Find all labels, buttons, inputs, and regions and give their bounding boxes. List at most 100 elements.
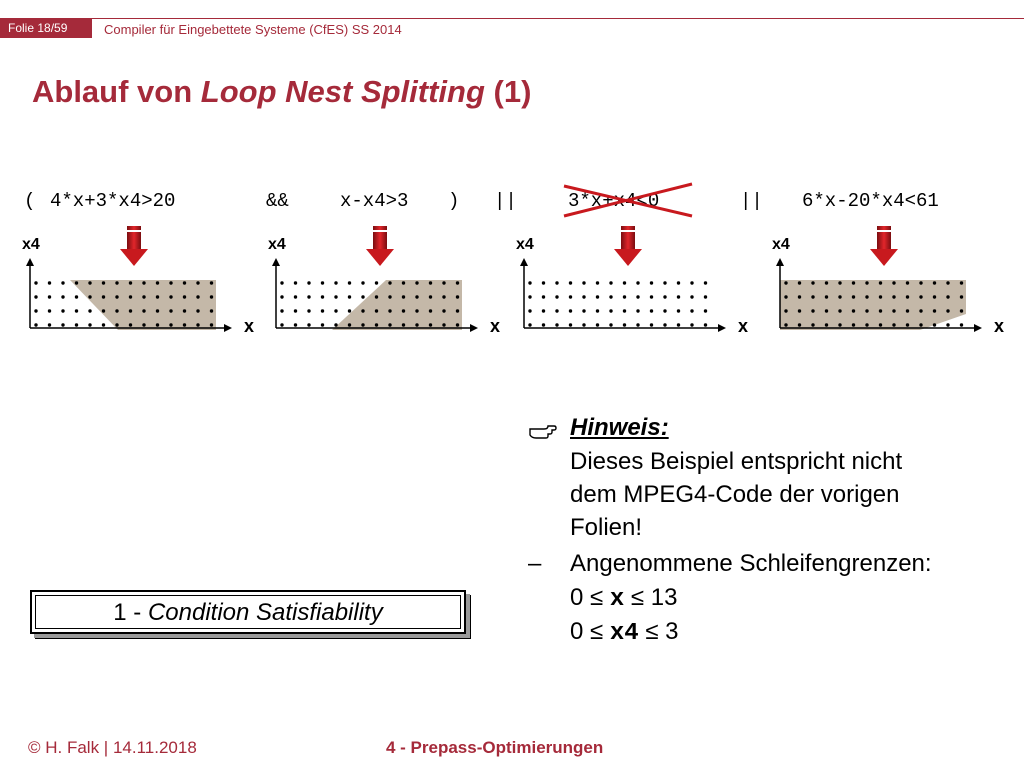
grid-dot xyxy=(428,295,433,299)
footer-chapter: 4 - Prepass-Optimierungen xyxy=(386,738,604,757)
and-operator: && xyxy=(266,190,289,212)
x-axis-arrowhead xyxy=(224,324,232,332)
grid-dot xyxy=(797,309,802,313)
diagram-1 xyxy=(26,226,232,332)
y-axis-arrowhead xyxy=(520,258,528,266)
grid-dot xyxy=(555,323,559,327)
title-emphasis: Loop Nest Splitting xyxy=(200,74,485,109)
or-operator-2: || xyxy=(740,190,763,212)
grid-dot xyxy=(946,295,950,299)
grid-dot xyxy=(528,309,532,313)
grid-dot xyxy=(293,281,298,285)
grid-dot xyxy=(61,281,65,285)
grid-dot xyxy=(320,281,325,285)
grid-dot xyxy=(101,295,106,299)
grid-dot xyxy=(811,281,815,285)
grid-dot xyxy=(905,295,910,299)
or-operator-1: || xyxy=(494,190,517,212)
grid-dot xyxy=(932,281,937,285)
bound-x: 0 ≤ x ≤ 13 xyxy=(570,584,678,613)
grid-dot xyxy=(34,309,38,313)
grid-dot xyxy=(142,309,146,313)
x-axis-arrowhead xyxy=(974,324,982,332)
grid-dot xyxy=(609,281,613,285)
grid-dot xyxy=(293,309,298,313)
grid-dot xyxy=(690,281,694,285)
grid-dot xyxy=(280,281,284,285)
grid-dot xyxy=(919,309,923,313)
y-axis-arrowhead xyxy=(776,258,784,266)
grid-dot xyxy=(374,323,379,327)
grid-dot xyxy=(74,281,79,285)
grid-dot xyxy=(401,295,406,299)
grid-dot xyxy=(47,295,52,299)
grid-dot xyxy=(676,323,681,327)
grid-dot xyxy=(865,295,869,299)
slide-number-badge: Folie 18/59 xyxy=(0,18,92,38)
grid-dot xyxy=(169,309,173,313)
grid-dot xyxy=(824,295,829,299)
grid-dot xyxy=(892,281,896,285)
grid-dot xyxy=(280,295,284,299)
grid-dot xyxy=(115,281,119,285)
grid-dot xyxy=(946,323,950,327)
hint-block: Hinweis: Dieses Beispiel entspricht nich… xyxy=(528,414,1008,654)
grid-dot xyxy=(388,281,392,285)
grid-dot xyxy=(838,281,842,285)
grid-dot xyxy=(334,309,338,313)
grid-dot xyxy=(541,281,546,285)
grid-dot xyxy=(663,281,667,285)
grid-dot xyxy=(128,295,133,299)
grid-dot xyxy=(142,281,146,285)
grid-dot xyxy=(905,323,910,327)
diagram-4 xyxy=(776,226,982,332)
grid-dot xyxy=(47,309,52,313)
grid-dot xyxy=(811,323,815,327)
grid-dot xyxy=(636,323,640,327)
grid-dot xyxy=(280,309,284,313)
diagram-2-y-label: x4 xyxy=(268,236,286,253)
grid-dot xyxy=(47,323,52,327)
grid-dot xyxy=(115,309,119,313)
grid-dot xyxy=(582,323,586,327)
grid-dot xyxy=(959,295,964,299)
hint-line-2: dem MPEG4-Code der vorigen xyxy=(570,481,900,508)
grid-dot xyxy=(851,309,856,313)
grid-dot xyxy=(169,295,173,299)
grid-dot xyxy=(347,295,352,299)
grid-dot xyxy=(703,309,708,313)
grid-dot xyxy=(307,295,311,299)
grid-dot xyxy=(428,281,433,285)
grid-dot xyxy=(595,309,600,313)
grid-dot xyxy=(196,295,200,299)
grid-dot xyxy=(676,309,681,313)
condition-term-2: x-x4>3 xyxy=(340,190,409,212)
diagram-4-region xyxy=(780,280,966,330)
y-axis-arrowhead xyxy=(272,258,280,266)
grid-dot xyxy=(959,309,964,313)
hint-line-3: Folien! xyxy=(570,514,643,541)
grid-dot xyxy=(209,323,214,327)
grid-dot xyxy=(676,295,681,299)
grid-dot xyxy=(811,295,815,299)
grid-dot xyxy=(636,309,640,313)
diagram-2-arrow-icon xyxy=(366,226,394,266)
grid-dot xyxy=(568,309,573,313)
x-axis-arrowhead xyxy=(470,324,478,332)
grid-dot xyxy=(865,323,869,327)
condition-box-label: 1 - Condition Satisfiability xyxy=(35,595,461,629)
grid-dot xyxy=(61,295,65,299)
grid-dot xyxy=(690,295,694,299)
grid-dot xyxy=(838,295,842,299)
grid-dot xyxy=(415,323,419,327)
grid-dot xyxy=(428,323,433,327)
grid-dot xyxy=(865,309,869,313)
grid-dot xyxy=(582,309,586,313)
hint-heading: Hinweis: xyxy=(570,414,669,441)
grid-dot xyxy=(415,281,419,285)
grid-dot xyxy=(182,323,187,327)
grid-dot xyxy=(932,295,937,299)
grid-dot xyxy=(415,295,419,299)
grid-dot xyxy=(455,295,460,299)
grid-dot xyxy=(892,295,896,299)
